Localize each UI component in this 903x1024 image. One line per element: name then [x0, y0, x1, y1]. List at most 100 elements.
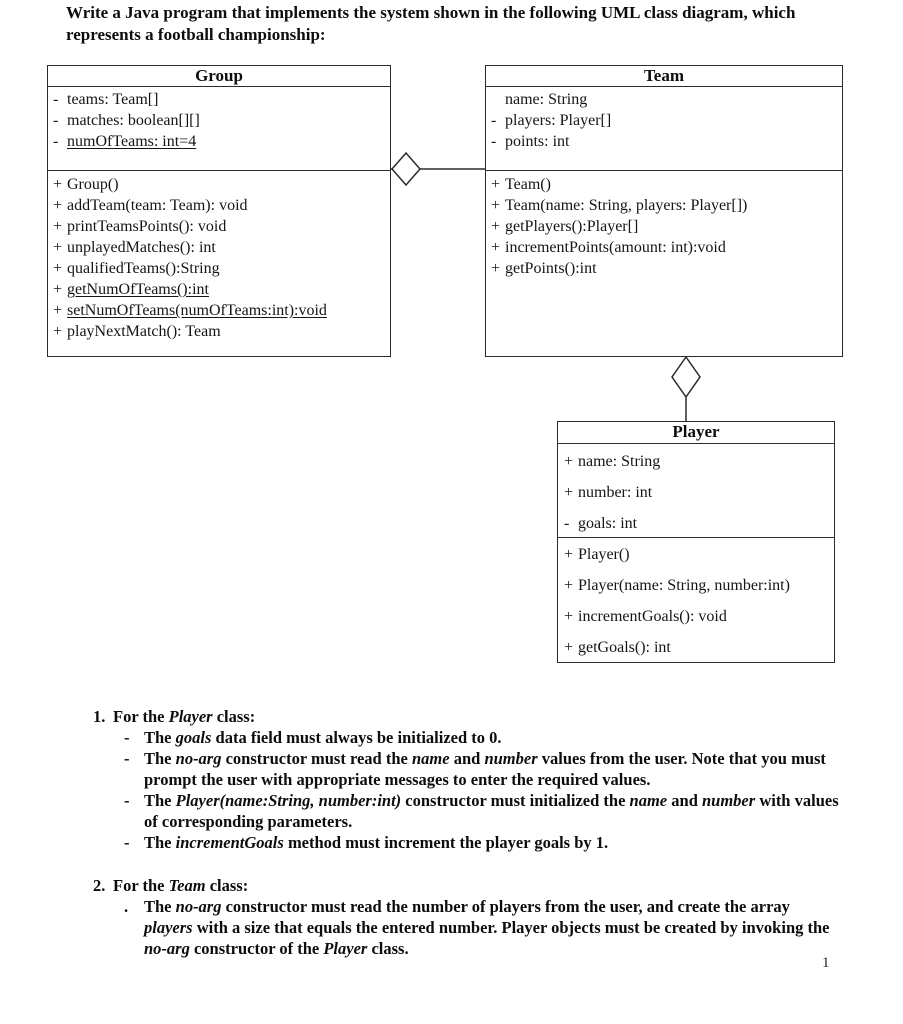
uml-member: -points: int: [491, 131, 838, 152]
uml-class-player: Player + name: String + number: int-goals: …: [557, 421, 835, 663]
uml-member: +getPoints():int: [491, 258, 838, 279]
uml-member: +playNextMatch(): Team: [53, 321, 386, 342]
text-run: class:: [212, 707, 256, 726]
emphasized-text: incrementGoals: [175, 833, 284, 852]
text-run: The: [144, 833, 176, 852]
member-text: Group(): [67, 176, 119, 193]
uml-member: +Team(name: String, players: Player[]): [491, 195, 838, 216]
visibility-marker: -: [53, 133, 59, 150]
member-text: Team(name: String, players: Player[]): [505, 197, 748, 214]
uml-class-title: Player: [558, 422, 834, 444]
visibility-marker: +: [53, 323, 63, 340]
uml-member: +incrementGoals(): void: [564, 601, 830, 632]
visibility-marker: +: [53, 281, 63, 298]
section-heading: 2. For the Team class:: [93, 875, 853, 896]
member-text: incrementPoints(amount: int):void: [505, 239, 726, 256]
bullet-text: The incrementGoals method must increment…: [144, 832, 842, 853]
list-item: - The Player(name:String, number:int) co…: [93, 790, 853, 832]
text-run: and: [449, 749, 485, 768]
text-run: The: [144, 728, 176, 747]
text-run: values from the user. Note that you must…: [144, 749, 826, 789]
uml-member: +setNumOfTeams(numOfTeams:int):void: [53, 300, 386, 321]
list-item: - The no-arg constructor must read the n…: [93, 748, 853, 790]
visibility-marker: +: [491, 260, 501, 277]
instruction-section-team: 2. For the Team class: . The no-arg cons…: [93, 875, 853, 959]
emphasized-text: number: [702, 791, 756, 810]
member-text: goals: int: [578, 515, 638, 532]
text-run: data field must always be initialized to…: [211, 728, 502, 747]
list-item: - The goals data field must always be in…: [93, 727, 853, 748]
uml-methods-section: +Group()+addTeam(team: Team): void+print…: [48, 171, 390, 356]
emphasized-text: players: [144, 918, 193, 937]
uml-member: -matches: boolean[][]: [53, 110, 386, 131]
uml-member: +Player(): [564, 539, 830, 570]
uml-class-team: Team name: String-players: Player[]-poin…: [485, 65, 843, 357]
visibility-marker: -: [53, 91, 59, 108]
bullet-marker: -: [124, 749, 130, 768]
uml-methods-section: +Team()+Team(name: String, players: Play…: [486, 171, 842, 356]
member-text: getPoints():int: [505, 260, 597, 277]
member-text: teams: Team[]: [67, 91, 159, 108]
visibility-marker: +: [53, 302, 63, 319]
text-run: class:: [205, 876, 249, 895]
text-run: constructor must read the number of play…: [221, 897, 790, 916]
visibility-marker: +: [491, 197, 501, 214]
bullet-marker: -: [124, 791, 130, 810]
visibility-marker: +: [564, 546, 574, 563]
text-run: constructor of the: [189, 939, 324, 958]
uml-member: +getPlayers():Player[]: [491, 216, 838, 237]
uml-methods-section: +Player()+Player(name: String, number:in…: [558, 538, 834, 663]
member-text: number: int: [578, 484, 653, 501]
title-line: Write a Java program that implements the…: [66, 3, 796, 22]
visibility-marker: +: [53, 197, 63, 214]
uml-member: -teams: Team[]: [53, 89, 386, 110]
title-line: represents a football championship:: [66, 25, 326, 44]
emphasized-text: Player: [323, 939, 368, 958]
bullet-marker: -: [124, 833, 130, 852]
text-run: For the: [113, 876, 169, 895]
member-text: points: int: [505, 133, 570, 150]
member-text: incrementGoals(): void: [578, 608, 727, 625]
uml-member: +unplayedMatches(): int: [53, 237, 386, 258]
uml-member: name: String: [491, 89, 838, 110]
member-text: Team(): [505, 176, 551, 193]
text-run: The: [144, 897, 176, 916]
member-text: printTeamsPoints(): void: [67, 218, 227, 235]
text-run: The: [144, 749, 176, 768]
visibility-marker: -: [564, 515, 570, 532]
page-number: 1: [822, 955, 830, 971]
uml-attributes-section: -teams: Team[]-matches: boolean[][]-numO…: [48, 87, 390, 171]
visibility-marker: +: [491, 218, 501, 235]
instruction-section-player: 1. For the Player class: - The goals dat…: [93, 706, 853, 853]
emphasized-text: name: [411, 749, 450, 768]
member-text: name: String: [578, 453, 661, 470]
bullet-marker: -: [124, 728, 130, 747]
section-title: For the Player class:: [113, 706, 255, 727]
text-run: with a size that equals the entered numb…: [192, 918, 830, 937]
uml-member: +Group(): [53, 174, 386, 195]
member-text: matches: boolean[][]: [67, 112, 200, 129]
member-text: Player(): [578, 546, 630, 563]
uml-member: +addTeam(team: Team): void: [53, 195, 386, 216]
uml-member: +getGoals(): int: [564, 632, 830, 663]
member-text: players: Player[]: [505, 112, 612, 129]
bullet-text: The no-arg constructor must read the num…: [144, 896, 842, 959]
text-run: For the: [113, 707, 169, 726]
emphasized-text: Player(name:String, number:int): [175, 791, 402, 810]
text-run: and: [667, 791, 702, 810]
list-item: - The incrementGoals method must increme…: [93, 832, 853, 853]
uml-attributes-section: name: String-players: Player[] -points: i…: [486, 87, 842, 171]
member-text: Player(name: String, number:int): [578, 577, 790, 594]
aggregation-diamond-icon: [671, 355, 701, 399]
visibility-marker: -: [491, 112, 497, 129]
uml-member: +Team(): [491, 174, 838, 195]
text-run: method must increment the player goals b…: [283, 833, 609, 852]
member-text: name: String: [505, 91, 588, 108]
bullet-text: The goals data field must always be init…: [144, 727, 842, 748]
emphasized-text: Team: [168, 876, 206, 895]
uml-member: -numOfTeams: int=4: [53, 131, 386, 152]
visibility-marker: +: [564, 608, 574, 625]
aggregation-diamond-icon: [391, 151, 421, 187]
bullet-text: The no-arg constructor must read the nam…: [144, 748, 842, 790]
